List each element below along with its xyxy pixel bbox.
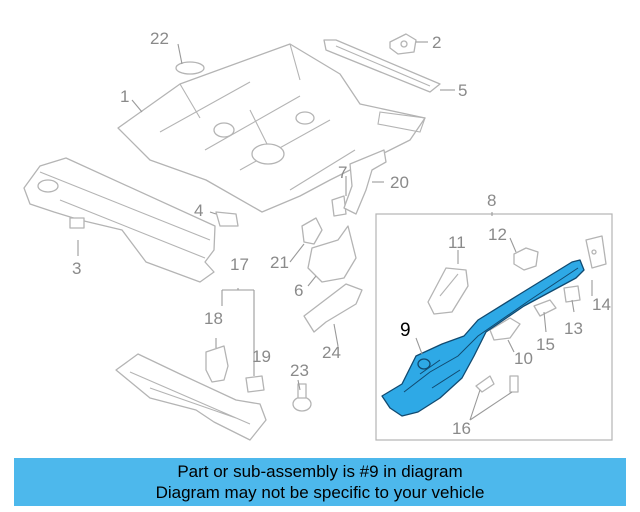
callout-3: 3 (72, 259, 81, 278)
part-5-reinforcement (323, 39, 441, 93)
caption-line-1: Part or sub-assembly is #9 in diagram (177, 462, 463, 481)
part-11-cap (427, 267, 469, 315)
callout-labels: 22 2 5 1 7 20 4 3 21 6 17 18 19 24 23 8 … (72, 29, 611, 438)
callout-22: 22 (150, 29, 169, 48)
part-15-bracket (533, 299, 557, 317)
part-21-bracket (301, 217, 323, 245)
callout-5: 5 (458, 81, 467, 100)
callout-8: 8 (487, 191, 496, 210)
callout-11: 11 (448, 233, 466, 252)
callout-12: 12 (488, 225, 507, 244)
part-24-extension (303, 283, 363, 333)
callout-21: 21 (270, 253, 289, 272)
callout-23: 23 (290, 361, 309, 380)
part-14-plate (585, 235, 607, 269)
part-2-bracket (389, 33, 417, 55)
callout-24: 24 (322, 343, 341, 362)
callout-4: 4 (194, 201, 203, 220)
leader-lines (77, 41, 593, 421)
callout-2: 2 (432, 33, 441, 52)
callout-16: 16 (452, 419, 471, 438)
callout-1: 1 (120, 87, 129, 106)
part-4-bracket (215, 211, 239, 227)
callout-19: 19 (252, 347, 271, 366)
part-7-bracket (331, 195, 347, 217)
part-12-bracket (513, 247, 539, 271)
part-19-bracket (245, 375, 265, 393)
part-16-fasteners (475, 375, 519, 393)
part-18-bracket (205, 345, 229, 383)
part-17-rear-panel (115, 353, 267, 441)
part-9-rear-side-frame (381, 259, 585, 417)
callout-6: 6 (294, 281, 303, 300)
callout-10: 10 (514, 349, 533, 368)
callout-9-highlighted: 9 (400, 320, 411, 341)
part-6-extension (307, 225, 357, 283)
part-22-plug (175, 61, 205, 75)
caption-line-2: Diagram may not be specific to your vehi… (155, 483, 485, 502)
part-20-panel (343, 149, 387, 215)
callout-20: 20 (390, 173, 409, 192)
part-1-rear-floor-pan (117, 43, 426, 213)
part-3-cross-member (23, 157, 216, 283)
callout-13: 13 (564, 319, 583, 338)
callout-7: 7 (338, 163, 347, 182)
part-13-bracket (563, 285, 581, 303)
callout-15: 15 (536, 335, 555, 354)
part-10-bracket (489, 317, 521, 341)
caption-banner: Part or sub-assembly is #9 in diagram Di… (14, 458, 626, 506)
part-23-clip (292, 383, 312, 412)
callout-17: 17 (230, 255, 249, 274)
callout-18: 18 (204, 309, 223, 328)
part-8-group-box (375, 213, 613, 441)
callout-14: 14 (592, 295, 611, 314)
